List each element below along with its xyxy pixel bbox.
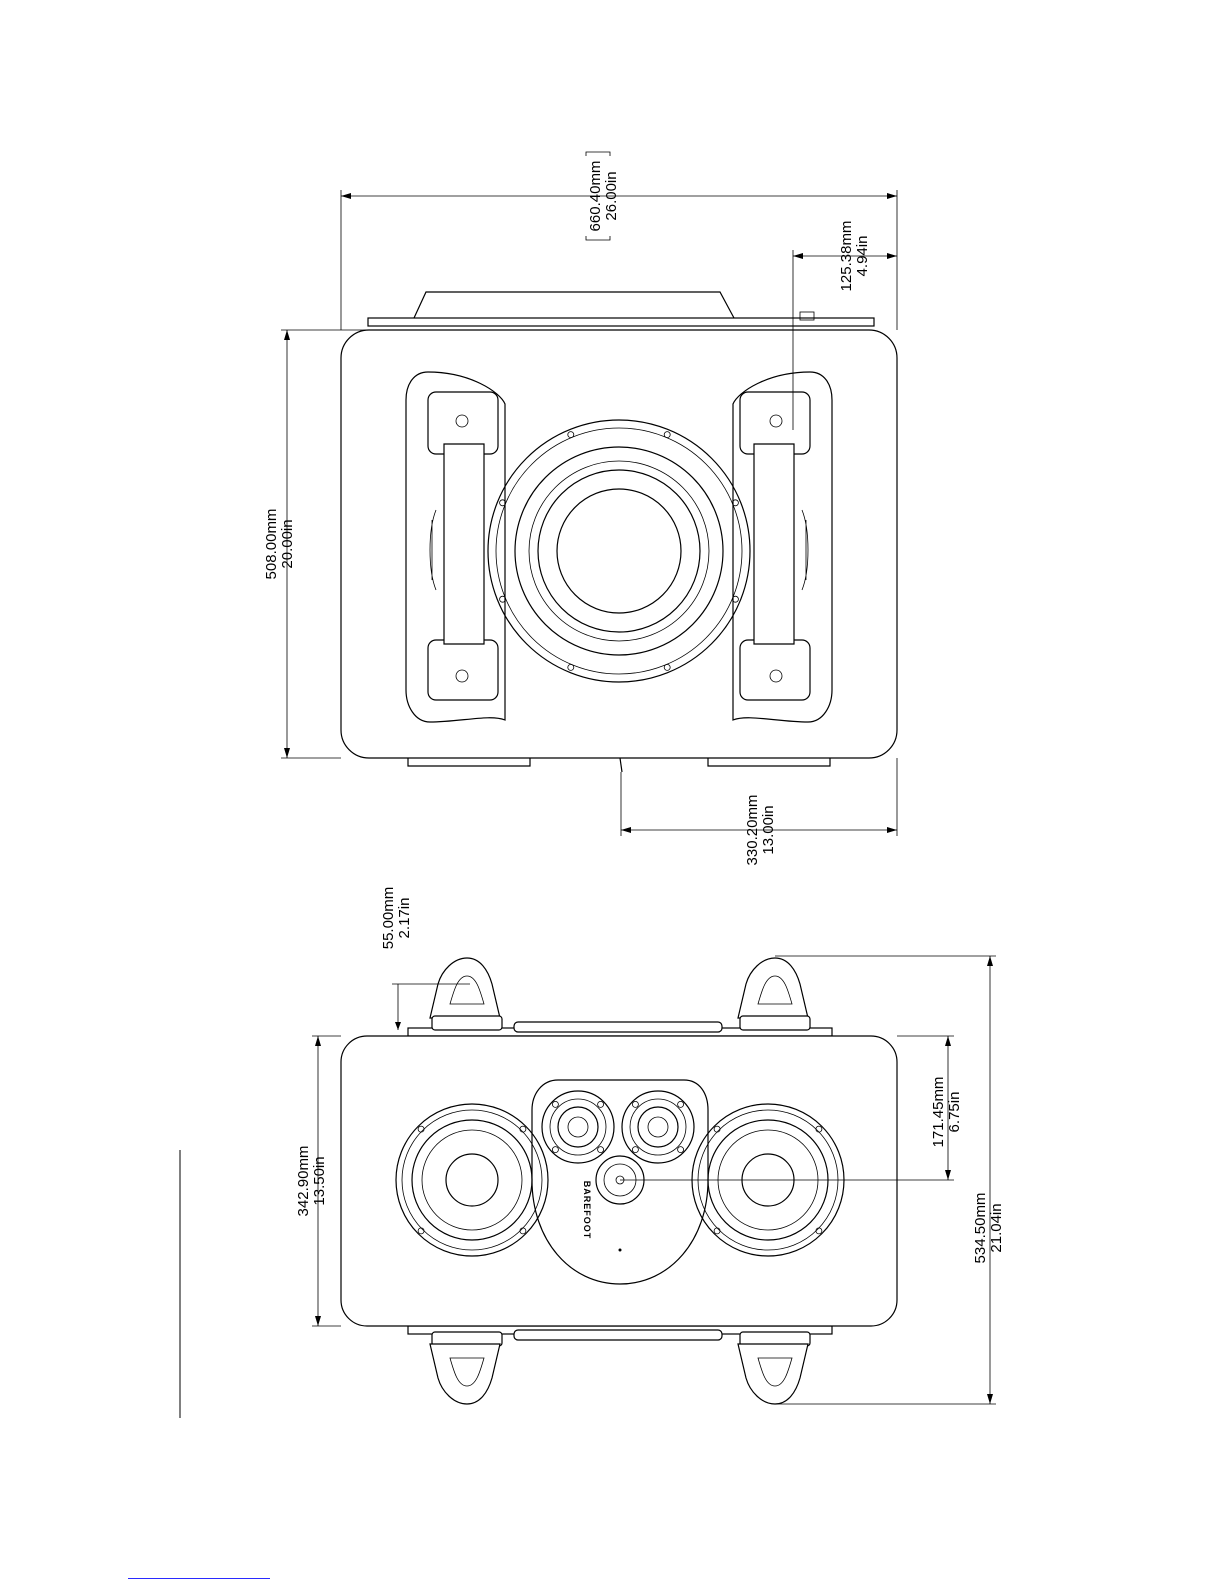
dim-front-foot-in: 2.17in xyxy=(396,898,413,939)
center-panel xyxy=(532,1080,708,1284)
dim-front-overall: 534.50mm 21.04in xyxy=(972,1193,1005,1264)
footer-link-underline[interactable] xyxy=(128,1578,270,1579)
rear-plate xyxy=(414,292,734,318)
dim-top-width-in: 26.00in xyxy=(603,171,620,220)
front-bottom-plate xyxy=(514,1330,722,1340)
dim-front-overall-in: 21.04in xyxy=(988,1203,1005,1252)
dim-front-center-mm: 171.45mm xyxy=(930,1077,947,1148)
rear-rail xyxy=(368,318,874,326)
dim-front-height-mm: 342.90mm xyxy=(295,1146,312,1217)
front-top-plate xyxy=(514,1022,722,1032)
dim-top-offset: 125.38mm 4.94in xyxy=(838,221,871,292)
foot-bottom-left xyxy=(430,1332,502,1404)
dim-top-offset-mm: 125.38mm xyxy=(838,221,855,292)
brand-logo: BAREFOOT xyxy=(582,1181,592,1240)
dim-top-depth-in: 13.00in xyxy=(760,805,777,854)
bottom-tab xyxy=(620,758,622,772)
dim-top-height: 508.00mm 20.00in xyxy=(263,509,296,580)
bottom-rail-left xyxy=(408,758,530,766)
dim-front-height-in: 13.50in xyxy=(311,1156,328,1205)
right-handle xyxy=(733,372,832,722)
foot-top-left xyxy=(430,958,502,1030)
dim-front-overall-mm: 534.50mm xyxy=(972,1193,989,1264)
dim-top-width-mm: 660.40mm xyxy=(587,161,604,232)
bottom-rail-right xyxy=(708,758,830,766)
foot-top-right xyxy=(738,958,810,1030)
left-handle xyxy=(406,372,505,722)
dim-top-width: 660.40mm 26.00in xyxy=(586,152,620,240)
dim-front-height: 342.90mm 13.50in xyxy=(295,1146,328,1217)
front-view: BAREFOOT xyxy=(341,958,897,1404)
foot-bottom-right xyxy=(738,1332,810,1404)
brand-text: BAREFOOT xyxy=(582,1181,592,1240)
dim-front-foot-mm: 55.00mm xyxy=(380,887,397,950)
dim-top-depth-mm: 330.20mm xyxy=(744,795,761,866)
dim-top-height-mm: 508.00mm xyxy=(263,509,280,580)
dim-top-offset-in: 4.94in xyxy=(854,236,871,277)
led-indicator xyxy=(619,1249,622,1252)
top-view xyxy=(341,292,897,772)
dim-top-height-in: 20.00in xyxy=(279,519,296,568)
dim-front-center-in: 6.75in xyxy=(946,1092,963,1133)
dim-front-foot: 55.00mm 2.17in xyxy=(380,887,413,950)
dim-top-depth: 330.20mm 13.00in xyxy=(744,795,777,866)
dim-front-center: 171.45mm 6.75in xyxy=(930,1077,963,1148)
